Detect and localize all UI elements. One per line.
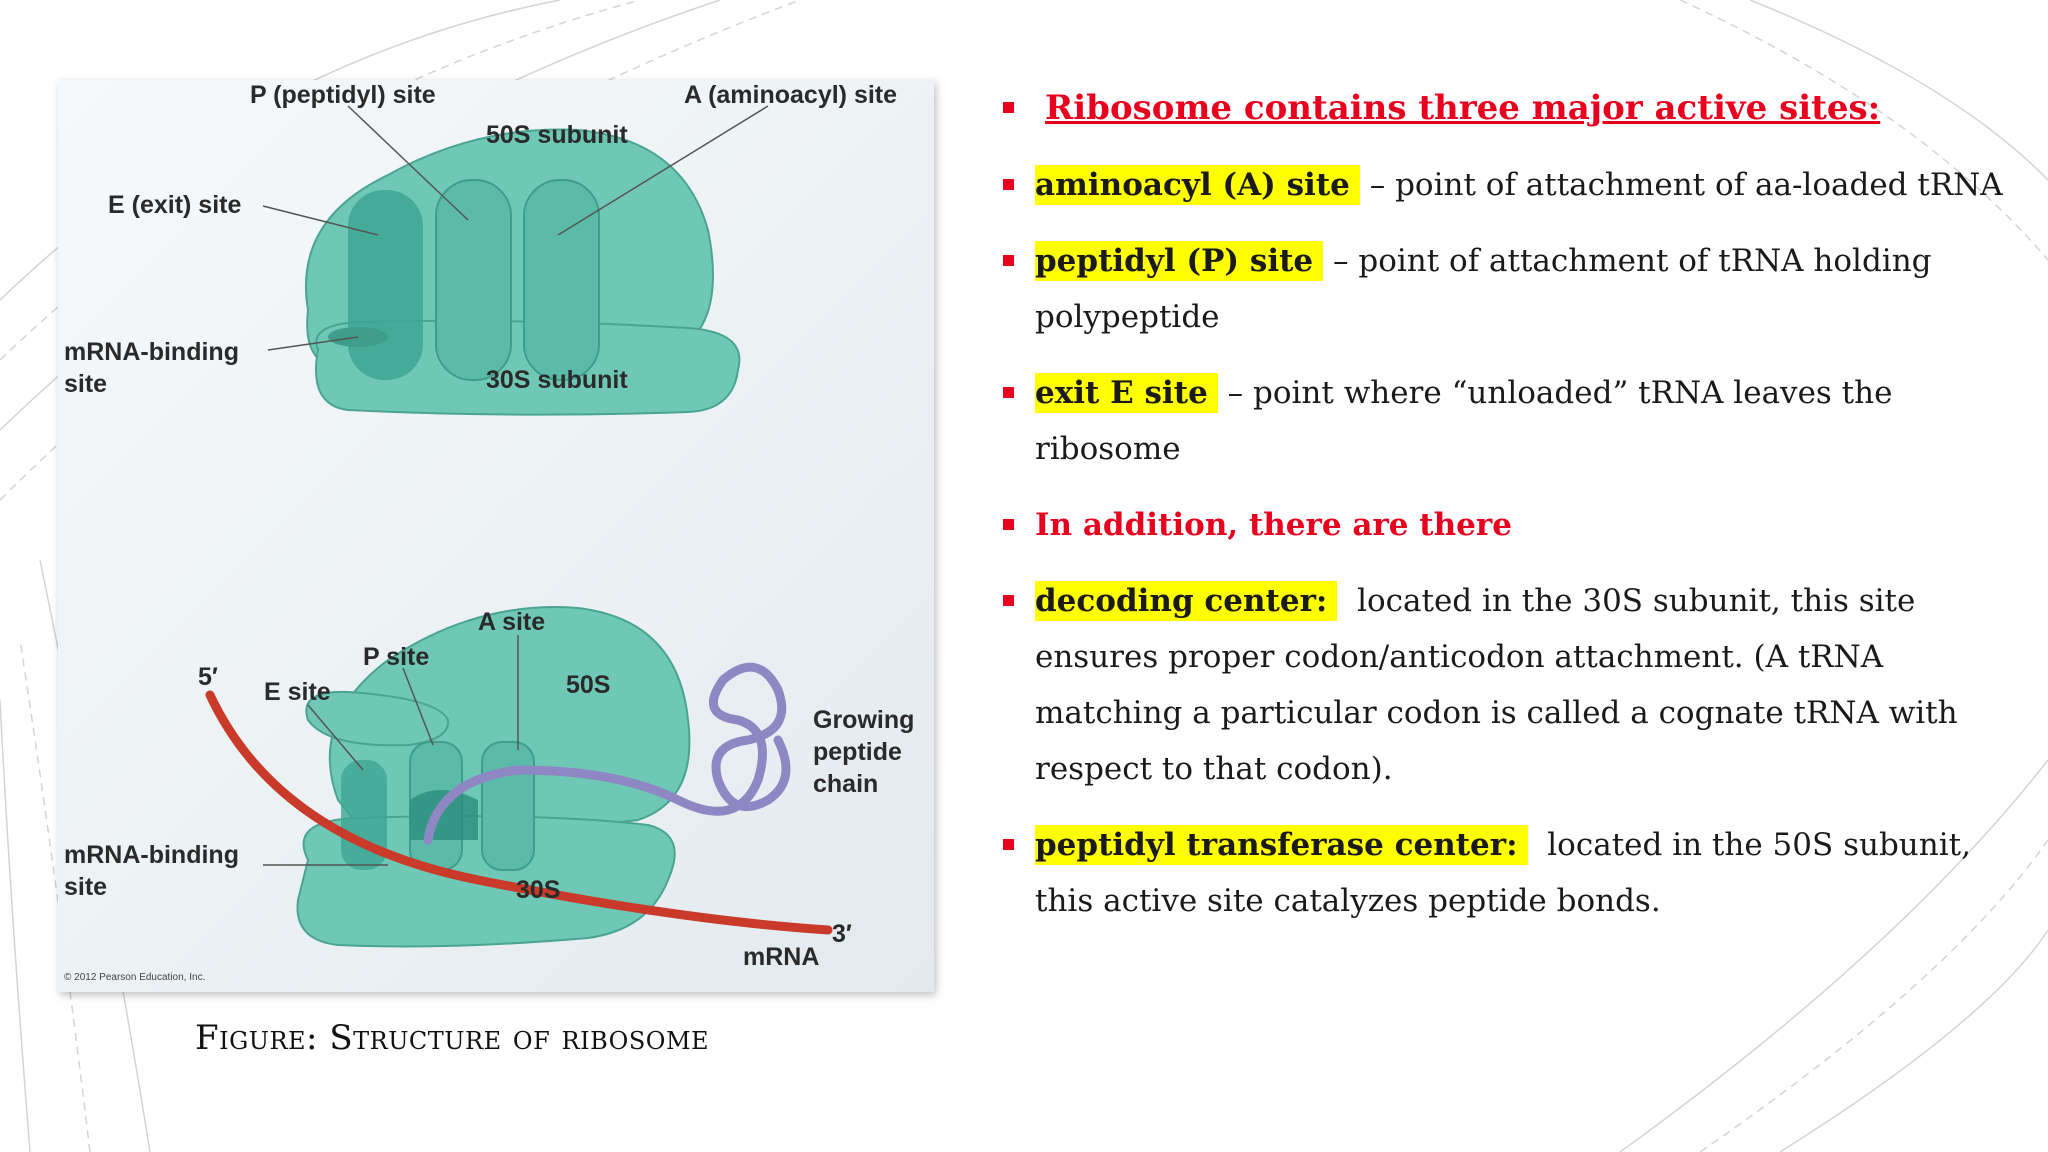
term-aminoacyl-site: aminoacyl (A) site xyxy=(1035,165,1360,205)
label-e-exit-site: E (exit) site xyxy=(108,191,241,219)
term-exit-site: exit E site xyxy=(1035,373,1218,413)
peptide-chain xyxy=(423,662,791,845)
top-e-site xyxy=(348,190,423,380)
label-30s-subunit: 30S subunit xyxy=(486,366,628,394)
bottom-a-site xyxy=(481,741,535,871)
text-decoding-center: located in the 30S subunit, this site en… xyxy=(1035,583,1968,787)
bottom-50s-lobe xyxy=(305,690,450,747)
bullet-heading-text: Ribosome contains three major active sit… xyxy=(1045,88,1881,128)
bullet-peptidyl-site: peptidyl (P) site – point of attachment … xyxy=(995,233,2025,345)
text-peptidyl-transferase: located in the 50S subunit, this active … xyxy=(1035,827,1981,919)
top-a-site xyxy=(523,179,600,381)
label-growing-2: peptide xyxy=(813,738,902,766)
bullet-exit-site: exit E site – point where “unloaded” tRN… xyxy=(995,365,2025,477)
label-50s: 50S xyxy=(566,671,610,699)
label-five-prime: 5′ xyxy=(198,663,218,691)
term-peptidyl-site: peptidyl (P) site xyxy=(1035,241,1324,281)
bullet-heading: Ribosome contains three major active sit… xyxy=(995,80,2025,137)
label-30s: 30S xyxy=(516,876,560,904)
bullet-marker xyxy=(1003,519,1014,530)
top-p-site xyxy=(435,179,512,381)
text-peptidyl-site: – point of attachment of tRNA holding po… xyxy=(1035,243,1932,335)
bottom-ribosome: A site P site E site 5′ 50S Growing pept… xyxy=(64,606,914,983)
bullet-list: Ribosome contains three major active sit… xyxy=(995,80,2025,949)
label-growing-3: chain xyxy=(813,770,878,798)
bullet-marker xyxy=(1003,179,1014,190)
label-a-site: A site xyxy=(478,608,545,636)
label-50s-subunit: 50S subunit xyxy=(486,121,628,149)
mrna-strand xyxy=(205,690,833,935)
text-exit-site: – point where “unloaded” tRNA leaves the… xyxy=(1035,375,1893,467)
label-growing-1: Growing xyxy=(813,706,914,734)
ribosome-figure: P (peptidyl) site A (aminoacyl) site 50S… xyxy=(58,80,934,992)
ribosome-diagram: P (peptidyl) site A (aminoacyl) site 50S… xyxy=(64,81,914,983)
top-ribosome: P (peptidyl) site A (aminoacyl) site 50S… xyxy=(64,81,897,416)
figure-caption: Figure: Structure of ribosome xyxy=(195,1018,710,1058)
copyright-text: © 2012 Pearson Education, Inc. xyxy=(64,972,205,983)
label-a-aminoacyl-site: A (aminoacyl) site xyxy=(684,81,897,109)
label-e-site: E site xyxy=(264,678,331,706)
label-p-peptidyl-site: P (peptidyl) site xyxy=(250,81,436,109)
bullet-marker xyxy=(1003,595,1014,606)
bullet-aminoacyl-site: aminoacyl (A) site – point of attachment… xyxy=(995,157,2025,213)
bullet-in-addition: In addition, there are there xyxy=(995,497,2025,553)
label-three-prime: 3′ xyxy=(832,920,852,948)
label-mrna-binding-top-2: site xyxy=(64,370,107,398)
bullet-marker xyxy=(1003,839,1014,850)
text-in-addition: In addition, there are there xyxy=(1035,507,1512,543)
bullet-marker xyxy=(1003,255,1014,266)
bullet-marker xyxy=(1003,102,1014,113)
term-peptidyl-transferase: peptidyl transferase center: xyxy=(1035,825,1528,865)
bullet-marker xyxy=(1003,387,1014,398)
label-mrna-binding-top-1: mRNA-binding xyxy=(64,338,239,366)
bullet-decoding-center: decoding center: located in the 30S subu… xyxy=(995,573,2025,797)
bullet-peptidyl-transferase: peptidyl transferase center: located in … xyxy=(995,817,2025,929)
label-mrna: mRNA xyxy=(743,943,819,971)
label-mrna-binding-bottom-1: mRNA-binding xyxy=(64,841,239,869)
label-mrna-binding-bottom-2: site xyxy=(64,873,107,901)
term-decoding-center: decoding center: xyxy=(1035,581,1338,621)
label-p-site: P site xyxy=(363,643,429,671)
text-aminoacyl-site: – point of attachment of aa-loaded tRNA xyxy=(1359,167,2003,203)
